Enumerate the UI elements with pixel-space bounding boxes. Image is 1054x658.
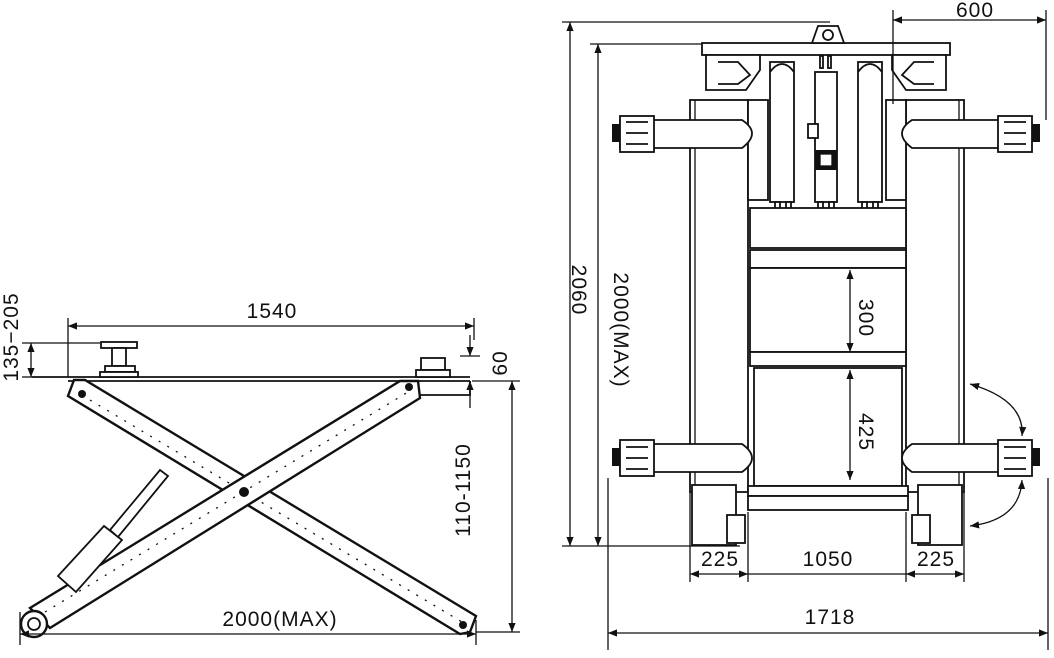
top-crossbar (701, 25, 951, 91)
dim-overall-height: 2060 (562, 21, 830, 547)
right-frame (885, 99, 965, 546)
arm-upper-left (612, 115, 753, 153)
platform (32, 341, 471, 396)
front-view: 600 2060 2000(MAX) 300 425 (562, 0, 1049, 650)
arm-lower-left (612, 439, 753, 477)
dim-lift-height: 135−205 (0, 292, 100, 382)
lift-pad-right (415, 357, 451, 378)
dim-arm-reach-label: 600 (956, 0, 994, 22)
arm-upper-right (901, 115, 1040, 153)
base-roller (19, 609, 49, 639)
dim-inner-width-label: 1050 (803, 548, 854, 571)
dim-max-length: 2000(MAX) (590, 43, 702, 546)
dim-gap-upper: 300 (846, 270, 877, 352)
dim-gap-lower-label: 425 (854, 413, 877, 451)
dim-height-range-label: 110-1150 (452, 443, 475, 537)
dim-overall-length-label: 2000(MAX) (222, 608, 337, 631)
dim-height-range: 110-1150 (452, 380, 520, 633)
dim-gap-upper-label: 300 (854, 299, 877, 337)
dim-platform-thickness: 60 (460, 335, 512, 408)
dim-bottom-widths: 225 1050 225 (689, 492, 965, 582)
dim-left-offset-label: 225 (701, 548, 739, 571)
dim-max-length-label: 2000(MAX) (609, 272, 632, 387)
dim-overall-length: 2000(MAX) (19, 608, 477, 645)
dim-right-offset-label: 225 (917, 548, 955, 571)
dim-gap-lower: 425 (846, 370, 877, 480)
dim-arm-reach: 600 (892, 0, 1047, 120)
dim-overall-width-label: 1718 (805, 606, 856, 629)
dim-overall-height-label: 2060 (567, 265, 590, 316)
dim-pad-spacing: 1540 (67, 300, 475, 377)
hydraulic-cylinder (56, 468, 170, 594)
dim-lift-height-label: 135−205 (0, 292, 23, 381)
center-body (747, 207, 909, 511)
base-wheels (726, 514, 931, 544)
lift-pad-left (99, 341, 139, 378)
dim-pad-spacing-label: 1540 (247, 300, 298, 323)
dim-platform-thickness-label: 60 (489, 350, 512, 375)
rotation-arrows (969, 383, 1027, 529)
dim-overall-width: 1718 (607, 478, 1049, 650)
side-view: 1540 135−205 60 110-1150 200 (0, 292, 520, 645)
scissor-arm-b (28, 379, 422, 630)
arm-lower-right (901, 439, 1040, 477)
